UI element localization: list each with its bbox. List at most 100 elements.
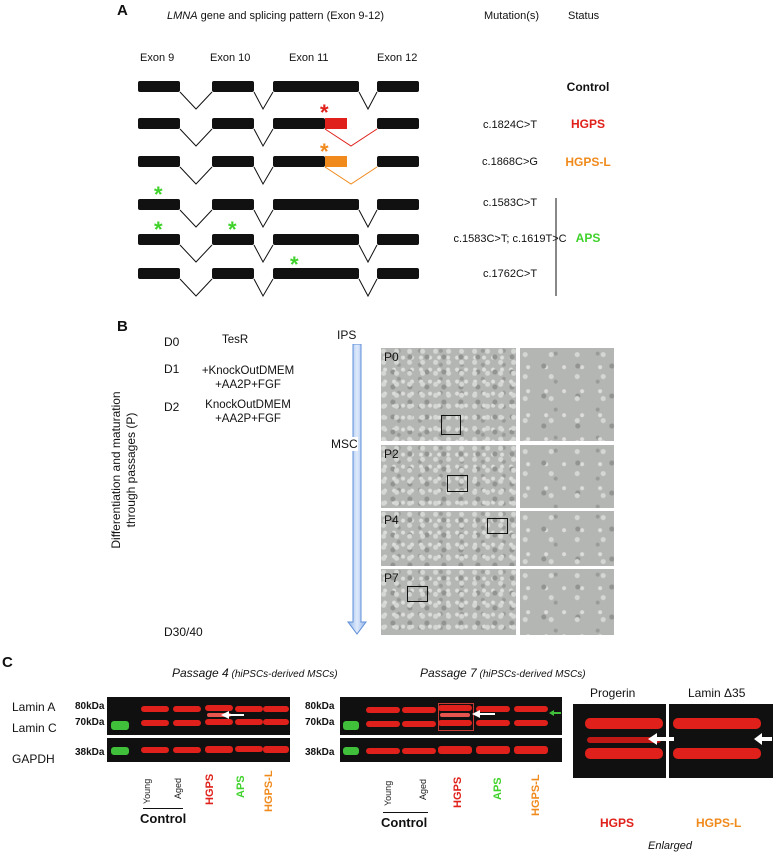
day-d1: D1 xyxy=(164,362,180,376)
micrograph-p2: P2 xyxy=(381,445,516,508)
enlarged-arrow-lamin35-icon xyxy=(754,733,772,745)
micrograph-p2-zoom xyxy=(520,445,614,508)
enlarged-blot xyxy=(573,704,773,778)
p7-lane-aps: APS xyxy=(492,777,504,800)
micrograph-p4: P4 xyxy=(381,511,516,566)
p7-title: Passage 7 (hiPSCs-derived MSCs) xyxy=(420,666,586,680)
mutation-aps3: c.1762C>T xyxy=(482,268,538,280)
p4-gapdh-blot xyxy=(107,738,290,762)
p7-title-sub: (hiPSCs-derived MSCs) xyxy=(476,669,586,680)
p7-lane-hgps: HGPS xyxy=(452,776,464,808)
ylabel-line1: Differentiation and maturation xyxy=(109,391,123,549)
exon11-label: Exon 11 xyxy=(289,52,329,64)
panel-c-letter: C xyxy=(2,654,13,671)
panel-b-letter: B xyxy=(117,318,128,335)
row-aps3 xyxy=(138,268,419,298)
passage-p0: P0 xyxy=(384,350,399,364)
ylabel-line2: through passages (P) xyxy=(124,412,138,528)
p7-marker-38: 38kDa xyxy=(305,747,335,758)
passage-p4: P4 xyxy=(384,513,399,527)
p7-control-bracket xyxy=(383,812,428,813)
p7-green-arrow-icon xyxy=(549,710,561,716)
ips-label: IPS xyxy=(337,328,357,342)
p7-control-label: Control xyxy=(381,815,428,830)
p4-lane-young: Young xyxy=(142,778,152,804)
exon9-label: Exon 9 xyxy=(140,52,175,64)
p4-lane-aged: Aged xyxy=(173,777,183,799)
p7-marker-70: 70kDa xyxy=(305,717,335,728)
micrograph-p4-zoom xyxy=(520,511,614,566)
row-label-lamin-a: Lamin A xyxy=(12,700,56,714)
panel-b-ylabel: Differentiation and maturation through p… xyxy=(109,335,139,605)
aps2b-star: * xyxy=(228,217,237,242)
mutation-hgpsl: c.1868C>G xyxy=(482,156,538,168)
aps1-star: * xyxy=(154,182,163,207)
status-hgpsl: HGPS-L xyxy=(565,155,611,169)
micrograph-p7: P7 xyxy=(381,569,516,635)
p7-lane-young: Young xyxy=(383,780,393,806)
mutation-aps2: c.1583C>T; c.1619T>C xyxy=(453,233,567,245)
splicing-diagram xyxy=(138,81,557,298)
zoom-box xyxy=(447,475,468,492)
status-control: Control xyxy=(566,80,610,94)
p7-lane-hgpsl: HGPS-L xyxy=(530,774,542,816)
p7-marker-80: 80kDa xyxy=(305,701,335,712)
p4-arrow-icon xyxy=(221,711,244,719)
row-aps2 xyxy=(138,234,419,264)
p4-marker-80: 80kDa xyxy=(75,701,105,712)
p4-lane-hgpsl: HGPS-L xyxy=(263,770,275,812)
header-rest: gene and splicing pattern (Exon 9-12) xyxy=(197,10,385,22)
p4-title-sub: (hiPSCs-derived MSCs) xyxy=(228,669,338,680)
p4-title: Passage 4 (hiPSCs-derived MSCs) xyxy=(172,666,338,680)
differentiation-arrow xyxy=(347,344,367,635)
mutation-hgps: c.1824C>T xyxy=(482,119,538,131)
status-header: Status xyxy=(568,10,600,22)
micrograph-p7-zoom xyxy=(520,569,614,635)
aps2a-star: * xyxy=(154,217,163,242)
medium-d2: KnockOutDMEM +AA2P+FGF xyxy=(205,399,291,425)
p4-title-main: Passage 4 xyxy=(172,666,229,680)
status-aps: APS xyxy=(575,231,601,245)
p7-lamin-blot xyxy=(340,697,562,735)
zoom-box xyxy=(487,518,508,534)
exon12-label: Exon 12 xyxy=(377,52,418,64)
day-d30: D30/40 xyxy=(164,625,203,639)
micrograph-p0-zoom xyxy=(520,348,614,441)
micrograph-p0: P0 xyxy=(381,348,516,441)
enlarged-title-progerin: Progerin xyxy=(590,686,636,700)
p4-lane-hgps: HGPS xyxy=(204,773,216,805)
medium-d0: TesR xyxy=(222,334,249,346)
enlarged-title-lamin35: Lamin Δ35 xyxy=(688,686,746,700)
hgps-star: * xyxy=(320,100,329,125)
panel-a-letter: A xyxy=(117,2,128,19)
mutations-header: Mutation(s) xyxy=(484,10,540,22)
p4-control-label: Control xyxy=(140,811,187,826)
enlarged-label-hgps: HGPS xyxy=(600,816,635,830)
passage-p2: P2 xyxy=(384,447,399,461)
medium-d1: +KnockOutDMEM +AA2P+FGF xyxy=(201,365,295,391)
p7-arrow-icon xyxy=(472,710,495,718)
p7-lane-aged: Aged xyxy=(418,778,428,800)
mutation-aps1: c.1583C>T xyxy=(482,197,538,209)
p4-marker-70: 70kDa xyxy=(75,717,105,728)
passage-p7: P7 xyxy=(384,571,399,585)
day-d2: D2 xyxy=(164,400,180,414)
row-control xyxy=(138,81,419,111)
panel-a-header: LMNA gene and splicing pattern (Exon 9-1… xyxy=(167,10,384,22)
zoom-box xyxy=(407,586,428,602)
row-label-gapdh: GAPDH xyxy=(12,752,55,766)
exon10-label: Exon 10 xyxy=(210,52,251,64)
p4-marker-38: 38kDa xyxy=(75,747,105,758)
enlarged-arrow-progerin-icon xyxy=(648,733,674,745)
day-d0: D0 xyxy=(164,335,180,349)
zoom-box xyxy=(441,415,461,435)
p7-gapdh-blot xyxy=(340,738,562,762)
enlarged-label-hgpsl: HGPS-L xyxy=(696,816,742,830)
row-hgpsl xyxy=(138,156,419,186)
p4-control-bracket xyxy=(143,808,183,809)
msc-label: MSC xyxy=(331,437,358,451)
gene-name: LMNA xyxy=(167,10,198,22)
row-label-lamin-c: Lamin C xyxy=(12,721,57,735)
row-hgps xyxy=(138,118,419,148)
row-aps1 xyxy=(138,199,419,229)
